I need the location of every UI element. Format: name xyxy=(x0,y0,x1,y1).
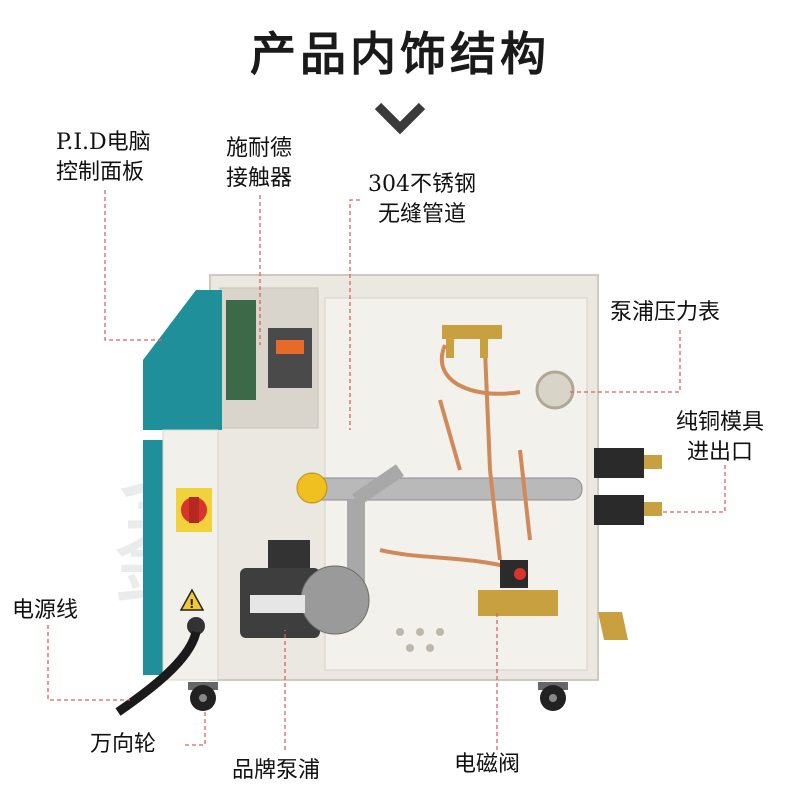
label-pid-line2: 控制面板 xyxy=(56,160,145,185)
power-cable xyxy=(115,630,201,716)
top-fittings xyxy=(442,325,502,339)
label-solenoid-valve: 电磁阀 xyxy=(454,752,521,777)
pump-box xyxy=(268,540,310,570)
label-schneider-line2: 接触器 xyxy=(226,166,293,191)
cable-gland xyxy=(187,617,205,635)
pump-housing xyxy=(300,565,370,635)
copper-tubes xyxy=(379,344,532,572)
label-mold-line2: 进出口 xyxy=(687,440,754,465)
mold-connector-bottom xyxy=(594,495,644,525)
caster-wheel-right xyxy=(538,682,568,711)
mold-connector-top xyxy=(594,448,644,478)
label-power-cord: 电源线 xyxy=(12,598,79,623)
solenoid-valve-body xyxy=(478,590,558,616)
label-mold-ports: 纯铜模具 进出口 xyxy=(676,408,764,468)
control-panel-side xyxy=(143,290,222,430)
label-schneider-line1: 施耐德 xyxy=(226,136,293,161)
label-pipe-line1: 304不锈钢 xyxy=(368,172,476,197)
contactor xyxy=(268,328,312,388)
teal-side-strip xyxy=(143,440,163,675)
label-pipe-line2: 无缝管道 xyxy=(377,202,466,227)
heater-cap xyxy=(296,472,328,504)
circuit-board xyxy=(226,300,256,400)
caster-wheel-left xyxy=(188,682,218,711)
page-title: 产品内饰结构 xyxy=(250,27,550,81)
floor-vents xyxy=(396,628,444,652)
y-strainer xyxy=(598,612,628,640)
warning-icon xyxy=(179,588,205,611)
svg-text:!: ! xyxy=(189,597,194,611)
label-pressure-gauge: 泵浦压力表 xyxy=(610,300,721,325)
label-pid-panel: P.I.D电脑 控制面板 xyxy=(56,128,151,188)
label-pump: 品牌泵浦 xyxy=(232,758,321,783)
label-schneider: 施耐德 接触器 xyxy=(226,134,292,194)
label-steel-pipe: 304不锈钢 无缝管道 xyxy=(368,170,476,230)
label-caster: 万向轮 xyxy=(90,732,157,757)
heater-tube xyxy=(299,477,583,501)
chevron-down-icon xyxy=(374,102,426,135)
leader-lines xyxy=(47,190,726,750)
pressure-gauge xyxy=(535,370,575,410)
label-mold-line1: 纯铜模具 xyxy=(676,410,765,435)
label-pid-line1: P.I.D电脑 xyxy=(56,130,151,155)
